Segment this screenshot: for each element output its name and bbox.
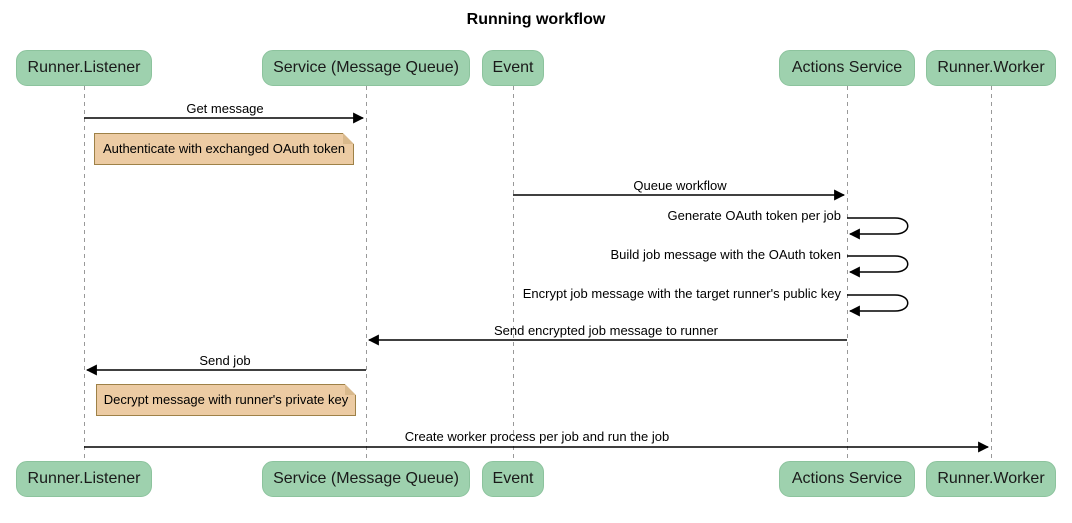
self-loop-encrypt-job-message (847, 294, 909, 317)
participant-bottom-runner-worker: Runner.Worker (926, 461, 1056, 497)
participant-bottom-actions-service: Actions Service (779, 461, 915, 497)
message-label-generate-oauth-token: Generate OAuth token per job (667, 208, 841, 223)
message-label-send-encrypted-job-message: Send encrypted job message to runner (493, 323, 719, 338)
message-label-create-worker-process: Create worker process per job and run th… (404, 429, 670, 444)
participant-top-event: Event (482, 50, 544, 86)
participant-label: Service (Message Queue) (273, 470, 459, 487)
participant-top-runner-worker: Runner.Worker (926, 50, 1056, 86)
message-label-encrypt-job-message: Encrypt job message with the target runn… (522, 286, 841, 301)
note-decrypt-message: Decrypt message with runner's private ke… (96, 384, 356, 416)
participant-bottom-runner-listener: Runner.Listener (16, 461, 152, 497)
participant-top-actions-service: Actions Service (779, 50, 915, 86)
participant-label: Actions Service (791, 59, 903, 76)
note-authenticate-oauth: Authenticate with exchanged OAuth token (94, 133, 354, 165)
message-label-build-job-message: Build job message with the OAuth token (610, 247, 841, 262)
participant-label: Runner.Listener (27, 59, 141, 76)
participant-bottom-service-message-queue: Service (Message Queue) (262, 461, 470, 497)
participant-bottom-event: Event (482, 461, 544, 497)
participant-label: Runner.Worker (937, 59, 1045, 76)
participant-label: Runner.Worker (937, 470, 1045, 487)
message-label-queue-workflow: Queue workflow (633, 178, 727, 193)
self-loop-generate-oauth-token (847, 217, 909, 240)
self-loop-build-job-message (847, 255, 909, 278)
participant-label: Event (492, 59, 534, 76)
participant-label: Event (492, 470, 534, 487)
participant-label: Service (Message Queue) (273, 59, 459, 76)
participant-top-runner-listener: Runner.Listener (16, 50, 152, 86)
message-label-send-job: Send job (199, 353, 251, 368)
message-label-get-message: Get message (186, 101, 264, 116)
participant-label: Actions Service (791, 470, 903, 487)
participant-label: Runner.Listener (27, 470, 141, 487)
participant-top-service-message-queue: Service (Message Queue) (262, 50, 470, 86)
diagram-title: Running workflow (466, 11, 606, 28)
